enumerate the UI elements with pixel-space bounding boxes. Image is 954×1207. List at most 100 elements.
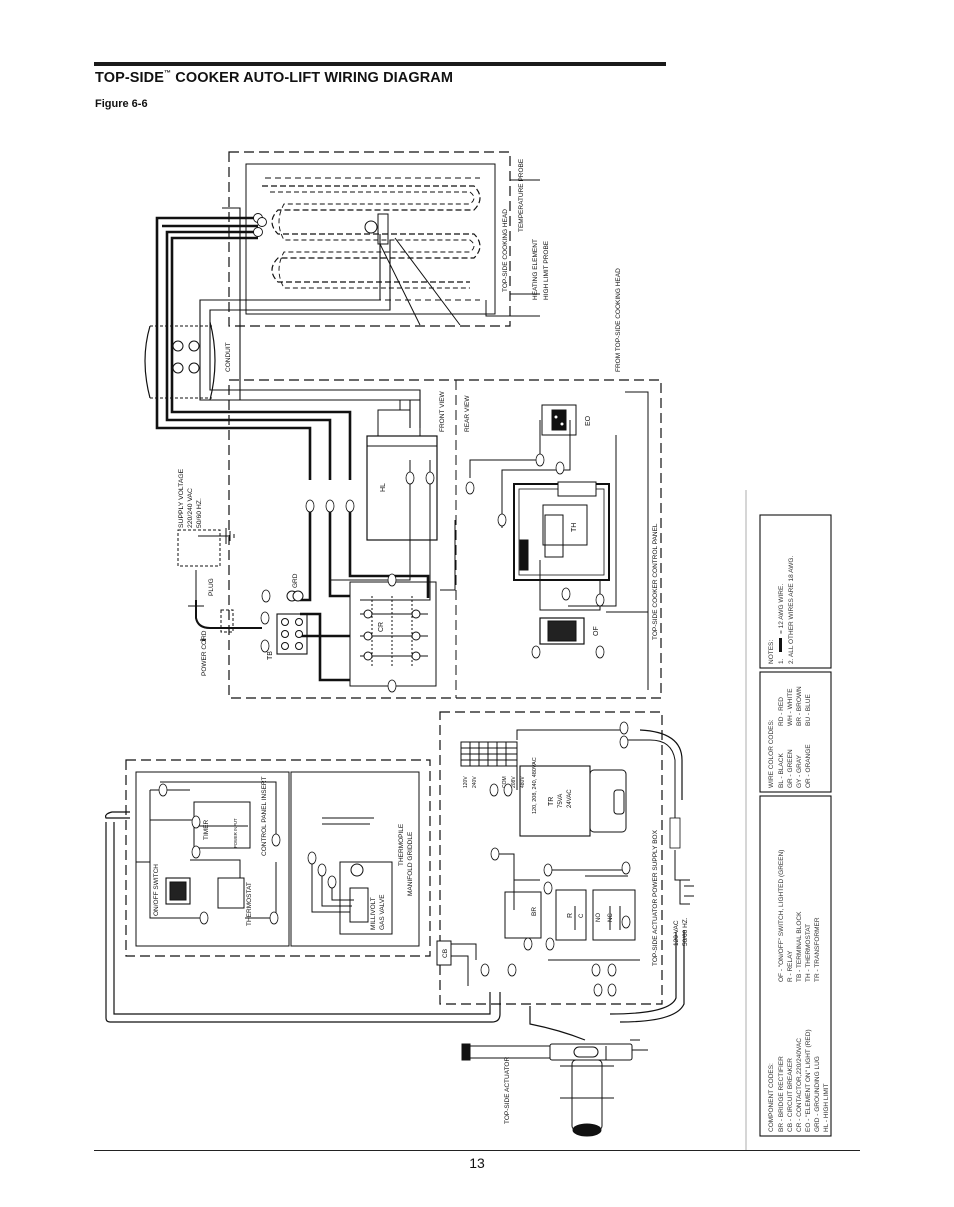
title-rule [94,62,666,66]
control-panel-label: TOP-SIDE COOKER CONTROL PANEL [652,523,659,640]
supply-voltage-label: SUPPLY VOLTAGE [178,468,185,528]
svg-text:POWER CORD: POWER CORD [201,630,208,676]
power-cord: PLUG POWER CORD [177,528,262,676]
svg-text:BU - BLUE: BU - BLUE [805,694,812,726]
svg-text:BR - BRIDGE RECTIFIER: BR - BRIDGE RECTIFIER [778,1056,785,1132]
legend-frame [745,490,832,1150]
svg-text:24VAC: 24VAC [567,789,573,808]
footer-rule [94,1150,860,1151]
figure-label: Figure 6-6 [95,98,148,110]
svg-text:R - RELAY: R - RELAY [787,950,794,982]
manifold-label: MANIFOLD GRIDDLE [407,831,414,896]
circuit-breaker: CB [436,940,477,986]
page-number: 13 [469,1155,485,1171]
svg-text:1.: 1. [778,658,785,664]
thermopile-label: THERMOPILE [398,823,405,866]
svg-text:120, 208, 240, 480VAC: 120, 208, 240, 480VAC [532,757,538,814]
high-limit-probe-label: HIGH LIMIT PROBE [543,240,550,300]
svg-text:= 12 AWG WIRE.: = 12 AWG WIRE. [778,584,785,634]
svg-text:GRD: GRD [292,573,299,588]
actuator-supply-box: 120, 208, 240, 480VAC TR 75VA 24VAC [439,711,694,1005]
control-panel-box [228,379,662,699]
svg-text:120V: 120V [463,776,469,788]
svg-text:OF - "ON/OFF" SWITCH, LIGHTED: OF - "ON/OFF" SWITCH, LIGHTED (GREEN) [778,850,785,982]
element-on-light: EO [541,404,592,436]
svg-text:COM: COM [502,776,508,788]
svg-text:R: R [567,913,574,918]
svg-text:OR - ORANGE: OR - ORANGE [805,744,812,788]
onoff-switch-panel: OF [539,617,600,645]
svg-text:C: C [579,913,585,918]
notes-heading: NOTES: [768,640,775,664]
svg-text:GRD - GROUNDING LUG: GRD - GROUNDING LUG [814,1056,821,1132]
terminal-block: TB GRD [267,573,308,660]
svg-text:WH - WHITE: WH - WHITE [787,688,794,726]
control-insert-label: CONTROL PANEL INSERT [261,777,268,856]
contactor: CR [349,581,437,687]
from-head-label: FROM TOP-SIDE COOKING HEAD [615,268,622,372]
svg-text:CR - CONTACTOR,220/240VAC: CR - CONTACTOR,220/240VAC [796,1038,803,1132]
conduit: CONDUIT [144,321,232,401]
svg-text:GR - GREEN: GR - GREEN [787,749,794,788]
wire-heading: WIRE COLOR CODES: [768,719,775,788]
svg-text:480V: 480V [520,776,526,788]
svg-text:75VA: 75VA [558,794,564,808]
power-cables [105,729,685,1041]
svg-text:TR: TR [548,797,555,806]
svg-text:CB: CB [442,949,449,958]
svg-text:POWER INPUT: POWER INPUT [233,818,238,848]
svg-text:OF: OF [593,626,600,636]
cooking-head [228,151,540,327]
svg-text:PLUG: PLUG [208,578,215,596]
svg-text:TB - TERMINAL BLOCK: TB - TERMINAL BLOCK [796,911,803,982]
temperature-probe-label: TEMPERATURE PROBE [518,158,525,232]
svg-text:BL - BLACK: BL - BLACK [778,753,785,788]
actuator: TOP-SIDE ACTUATOR [461,1039,648,1137]
svg-text:208V: 208V [511,776,517,788]
relay-rectifier: BR R C NO NC [495,853,640,961]
svg-text:NC: NC [608,913,614,922]
thermostat-label: THERMOSTAT [246,882,253,926]
cooking-head-labels: TOP-SIDE COOKING HEAD TEMPERATURE PROBE … [502,158,622,372]
wire-tags [260,453,605,693]
svg-text:50/60 HZ.: 50/60 HZ. [196,498,203,528]
actuator-box-label: TOP-SIDE ACTUATOR POWER SUPPLY BOX [652,829,659,966]
page-title: TOP-SIDE™ COOKER AUTO-LIFT WIRING DIAGRA… [95,70,454,86]
temperature-probe-icon [364,220,378,234]
svg-text:NO: NO [596,913,602,922]
svg-text:TR - TRANSFORMER: TR - TRANSFORMER [814,917,821,982]
svg-text:240V: 240V [472,776,478,788]
component-heading: COMPONENT CODES: [768,1063,775,1132]
high-limit: HL [366,399,438,541]
onoff-switch-label: ON/OFF SWITCH [153,864,160,916]
svg-text:TB: TB [267,651,274,660]
svg-text:2. ALL OTHER WIRES ARE 18 AWG.: 2. ALL OTHER WIRES ARE 18 AWG. [788,556,795,664]
svg-text:CB - CIRCUIT BREAKER: CB - CIRCUIT BREAKER [787,1058,794,1132]
heating-element-label: HEATING ELEMENT [532,239,539,300]
svg-text:GY - GRAY: GY - GRAY [796,754,803,788]
svg-text:EO: EO [585,415,592,426]
rear-view-label: REAR VIEW [464,395,471,432]
conduit-label: CONDUIT [225,342,232,372]
svg-text:CR: CR [378,622,385,632]
svg-text:TH - THERMOSTAT: TH - THERMOSTAT [805,924,812,982]
svg-text:BR - BROWN: BR - BROWN [796,686,803,726]
gas-valve-label: MILLIVOLT [370,897,377,930]
svg-text:HL: HL [380,483,387,492]
svg-text:220/240 VAC: 220/240 VAC [187,488,194,528]
svg-text:EO - "ELEMENT ON" LIGHT (RED): EO - "ELEMENT ON" LIGHT (RED) [805,1029,812,1132]
svg-text:BR: BR [531,907,538,916]
svg-text:TOP-SIDE ACTUATOR: TOP-SIDE ACTUATOR [504,1057,511,1124]
svg-text:HL - HIGH LIMIT: HL - HIGH LIMIT [823,1083,830,1132]
front-view-label: FRONT VIEW [439,390,446,432]
cooking-head-label: TOP-SIDE COOKING HEAD [502,209,509,292]
svg-text:TIMER: TIMER [203,819,210,840]
griddle-control-box: TIMER POWER INPUT [125,759,431,957]
heavy-wires [155,216,352,480]
svg-text:50/60 HZ.: 50/60 HZ. [682,917,689,946]
svg-text:TH: TH [571,523,578,532]
svg-text:RD - RED: RD - RED [778,697,785,726]
svg-text:GAS VALVE: GAS VALVE [379,894,386,930]
thermostat-panel: TH [513,481,610,581]
